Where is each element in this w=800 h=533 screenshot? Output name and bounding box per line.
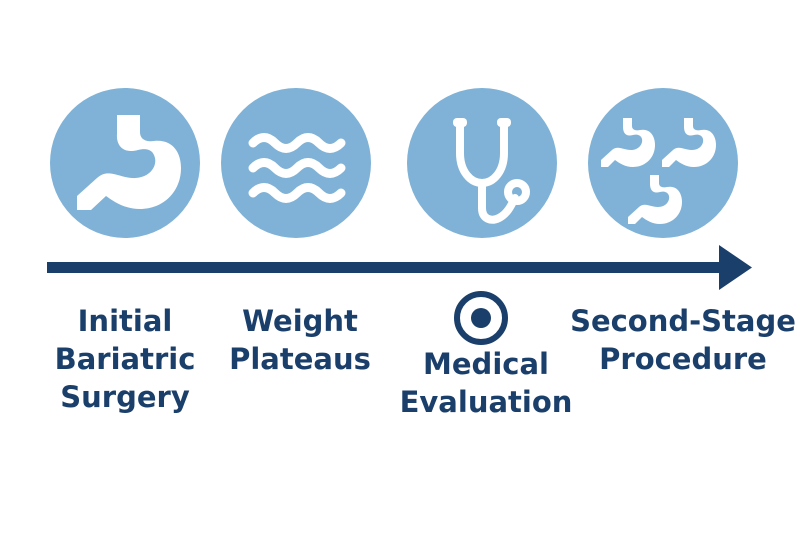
step-initial-label: Initial Bariatric Surgery bbox=[40, 302, 210, 416]
step-evaluation-label: Medical Evaluation bbox=[391, 345, 581, 421]
label-line: Initial bbox=[77, 304, 173, 338]
multiple-stomachs-icon bbox=[601, 118, 716, 224]
label-line: Plateaus bbox=[229, 342, 371, 376]
arrowhead-icon bbox=[719, 245, 752, 290]
label-line: Weight bbox=[242, 304, 358, 338]
waves-icon bbox=[248, 133, 346, 203]
step-second-label: Second-Stage Procedure bbox=[570, 302, 796, 378]
label-line: Bariatric bbox=[54, 342, 196, 376]
label-line: Surgery bbox=[60, 380, 190, 414]
step-plateau-circle bbox=[221, 88, 371, 238]
target-icon bbox=[454, 291, 508, 345]
label-line: Second-Stage bbox=[570, 304, 796, 338]
label-line: Evaluation bbox=[399, 385, 573, 419]
step-plateau-label: Weight Plateaus bbox=[210, 302, 390, 378]
label-line: Procedure bbox=[599, 342, 767, 376]
label-line: Medical bbox=[423, 347, 549, 381]
timeline-line bbox=[47, 262, 727, 273]
stomach-icon bbox=[77, 115, 181, 210]
step-second-circle bbox=[588, 88, 738, 238]
step-initial-circle bbox=[50, 88, 200, 238]
stethoscope-icon bbox=[453, 118, 530, 224]
step-evaluation-circle bbox=[407, 88, 557, 238]
